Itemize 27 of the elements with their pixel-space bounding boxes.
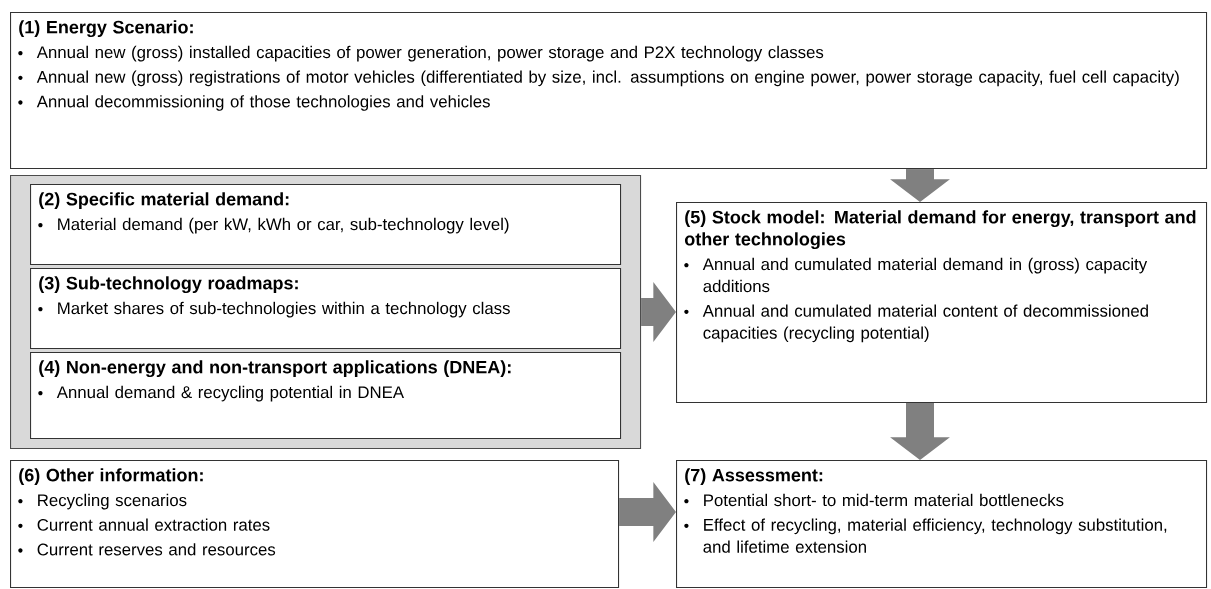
- text-box: [30, 268, 622, 350]
- text-box: [10, 460, 620, 589]
- list-item: Effect of recycling, material efficiency, technology substitution, and lifetime extension: [703, 518, 1167, 553]
- text-box: [676, 460, 1208, 589]
- list-item: Annual demand & recycling potential in DNEA: [56, 385, 404, 402]
- box-heading: (4) Non-energy and non-transport applications (DNEA):: [39, 360, 511, 378]
- box-heading: (3) Sub-technology roadmaps:: [39, 276, 298, 294]
- box-heading: (5) Stock model: Material demand for energy, transport and other technologies: [685, 210, 1196, 250]
- text-box: [676, 202, 1208, 404]
- list-item: Annual and cumulated material demand in (gross) capacity additions: [702, 257, 1148, 293]
- text-box: [30, 184, 622, 266]
- text-box: [30, 352, 622, 440]
- box-heading: (6) Other information:: [19, 468, 203, 486]
- text-box: [10, 12, 1208, 170]
- list-item: Potential short- to mid-term material bottlenecks: [704, 493, 1064, 507]
- list-item: Annual decommissioning of those technologies and vehicles: [36, 95, 490, 111]
- box-heading: (1) Energy Scenario:: [19, 20, 193, 38]
- list-item: Annual and cumulated material content of decommissioned capacities (recycling potential): [702, 304, 1148, 343]
- list-item: Current annual extraction rates: [37, 518, 270, 531]
- list-item: Current reserves and resources: [37, 543, 276, 556]
- box-heading: (2) Specific material demand:: [39, 192, 289, 210]
- list-item: Recycling scenarios: [38, 493, 187, 510]
- box-heading: (7) Assessment:: [685, 468, 823, 486]
- list-item: Material demand (per kW, kWh or car, sub-technology level): [58, 217, 509, 234]
- list-item: Market shares of sub-technologies within a technology class: [58, 301, 510, 318]
- list-item: Annual new (gross) registrations of motor vehicles (differentiated by size, incl. assumptions on engine power, power storage capacity, fuel cell capacity): [36, 70, 1179, 87]
- list-item: Annual new (gross) installed capacities of power generation, power storage and P2X technology classes: [36, 45, 824, 62]
